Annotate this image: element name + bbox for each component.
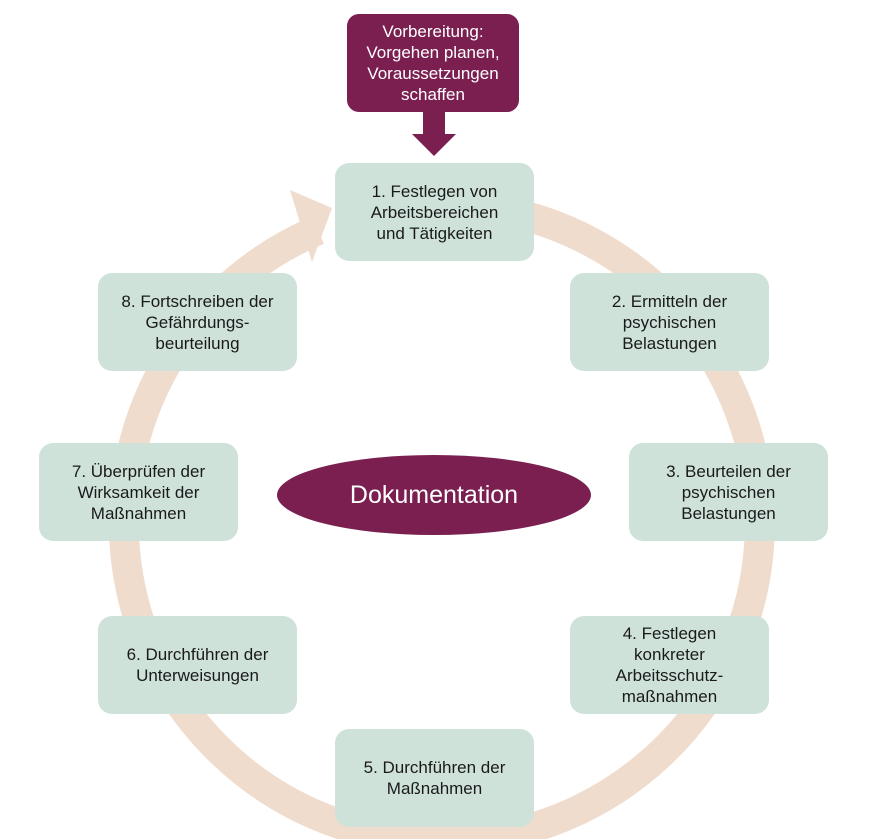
step-2-label: 2. Ermitteln der psychischen Belastungen xyxy=(611,291,728,353)
step-5-label: 5. Durchführen der Maßnahmen xyxy=(363,758,506,798)
preparation-box: Vorbereitung: Vorgehen planen, Vorausset… xyxy=(347,14,519,112)
step-8-box: 8. Fortschreiben der Gefährdungs- beurte… xyxy=(98,273,297,371)
step-4-box: 4. Festlegen konkreter Arbeitsschutz- ma… xyxy=(570,616,769,714)
step-5-box: 5. Durchführen der Maßnahmen xyxy=(335,729,534,827)
prep-arrow-head xyxy=(412,134,456,156)
step-3-label: 3. Beurteilen der psychischen Belastunge… xyxy=(666,461,791,523)
step-1-box: 1. Festlegen von Arbeitsbereichen und Tä… xyxy=(335,163,534,261)
step-3-box: 3. Beurteilen der psychischen Belastunge… xyxy=(629,443,828,541)
prep-arrow-shaft xyxy=(423,112,445,136)
documentation-ellipse: Dokumentation xyxy=(277,455,591,535)
step-2-box: 2. Ermitteln der psychischen Belastungen xyxy=(570,273,769,371)
cycle-arrowhead xyxy=(290,190,332,262)
step-6-label: 6. Durchführen der Unterweisungen xyxy=(126,645,269,685)
step-7-box: 7. Überprüfen der Wirksamkeit der Maßnah… xyxy=(39,443,238,541)
step-1-label: 1. Festlegen von Arbeitsbereichen und Tä… xyxy=(370,181,499,243)
step-7-label: 7. Überprüfen der Wirksamkeit der Maßnah… xyxy=(71,461,206,523)
documentation-label: Dokumentation xyxy=(349,480,519,509)
step-8-label: 8. Fortschreiben der Gefährdungs- beurte… xyxy=(121,291,274,353)
preparation-label: Vorbereitung: Vorgehen planen, Vorausset… xyxy=(366,22,500,104)
step-4-label: 4. Festlegen konkreter Arbeitsschutz- ma… xyxy=(615,624,724,706)
step-6-box: 6. Durchführen der Unterweisungen xyxy=(98,616,297,714)
